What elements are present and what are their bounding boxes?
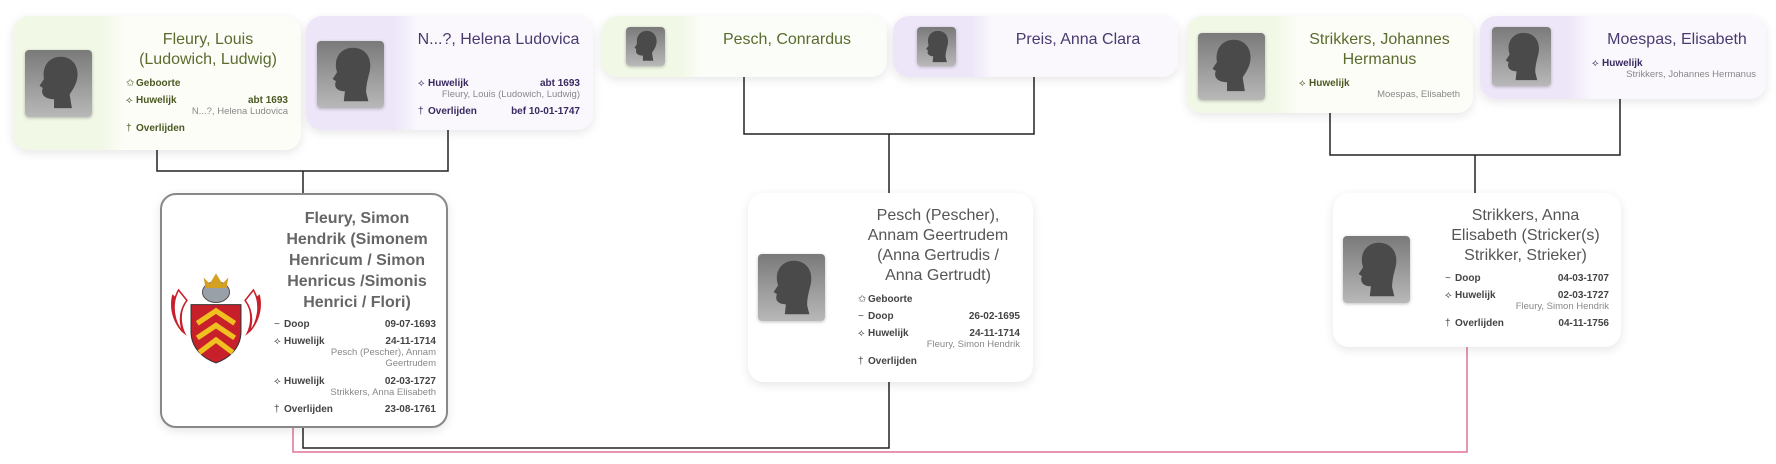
connector-marriage-2 bbox=[292, 347, 1468, 453]
person-name: Fleury, Louis (Ludowich, Ludwig) bbox=[139, 31, 277, 68]
rings-icon: ⟡ bbox=[1299, 78, 1306, 89]
person-name: N...?, Helena Ludovica bbox=[417, 31, 580, 48]
baptism-icon: ~ bbox=[858, 311, 864, 322]
female-silhouette-icon bbox=[317, 41, 384, 108]
baptism-icon: ~ bbox=[1445, 273, 1451, 284]
person-card-preis-anna-clara[interactable]: Preis, Anna Clara bbox=[893, 16, 1178, 77]
person-card-pesch-annam-geertrudem[interactable]: Pesch (Pescher), Annam Geertrudem (Anna … bbox=[748, 193, 1033, 382]
person-card-fleury-simon-hendrik[interactable]: Fleury, Simon Hendrik (Simonem Henricum … bbox=[160, 193, 448, 428]
event-overlijden: †Overlijden bbox=[858, 356, 917, 367]
rings-icon: ⟡ bbox=[126, 95, 133, 106]
person-name: Pesch, Conrardus bbox=[722, 31, 852, 48]
rings-icon: ⟡ bbox=[1445, 290, 1452, 301]
female-silhouette-icon bbox=[1343, 236, 1410, 303]
person-card-fleury-louis[interactable]: Fleury, Louis (Ludowich, Ludwig) ✩Geboor… bbox=[13, 16, 301, 150]
event-overlijden: †Overlijden bbox=[126, 123, 185, 134]
rings-icon: ⟡ bbox=[858, 328, 865, 339]
female-silhouette-icon bbox=[917, 27, 956, 66]
male-silhouette-icon bbox=[25, 50, 92, 117]
star-icon: ✩ bbox=[858, 294, 867, 305]
person-name: Moespas, Elisabeth bbox=[1607, 31, 1747, 48]
cross-icon: † bbox=[126, 123, 132, 134]
cross-icon: † bbox=[418, 106, 424, 117]
cross-icon: † bbox=[274, 404, 280, 415]
female-silhouette-icon bbox=[758, 254, 825, 321]
person-card-pesch-conrardus[interactable]: Pesch, Conrardus bbox=[602, 16, 887, 77]
male-silhouette-icon bbox=[1198, 33, 1265, 100]
rings-icon: ⟡ bbox=[418, 78, 425, 89]
rings-icon: ⟡ bbox=[1592, 58, 1599, 69]
cross-icon: † bbox=[858, 356, 864, 367]
connector-marriage-1 bbox=[302, 382, 890, 449]
coat-of-arms-icon bbox=[164, 263, 268, 367]
female-silhouette-icon bbox=[1492, 27, 1551, 86]
person-name: Strikkers, Johannes Hermanus bbox=[1309, 31, 1450, 68]
person-card-strikkers-anna-elisabeth[interactable]: Strikkers, Anna Elisabeth (Stricker(s) S… bbox=[1333, 193, 1621, 347]
event-geboorte: ✩Geboorte bbox=[126, 78, 181, 89]
connector-pesch-parents bbox=[743, 77, 1035, 135]
person-name: Pesch (Pescher), Annam Geertrudem (Anna … bbox=[867, 207, 1009, 284]
male-silhouette-icon bbox=[626, 27, 665, 66]
rings-icon: ⟡ bbox=[274, 376, 281, 387]
rings-icon: ⟡ bbox=[274, 336, 281, 347]
person-name: Strikkers, Anna Elisabeth (Stricker(s) S… bbox=[1451, 207, 1600, 264]
baptism-icon: ~ bbox=[274, 319, 280, 330]
person-name: Preis, Anna Clara bbox=[1015, 31, 1141, 48]
person-name: Fleury, Simon Hendrik (Simonem Henricum … bbox=[286, 210, 428, 311]
cross-icon: † bbox=[1445, 318, 1451, 329]
event-geboorte: ✩Geboorte bbox=[858, 294, 913, 305]
star-icon: ✩ bbox=[126, 78, 135, 89]
